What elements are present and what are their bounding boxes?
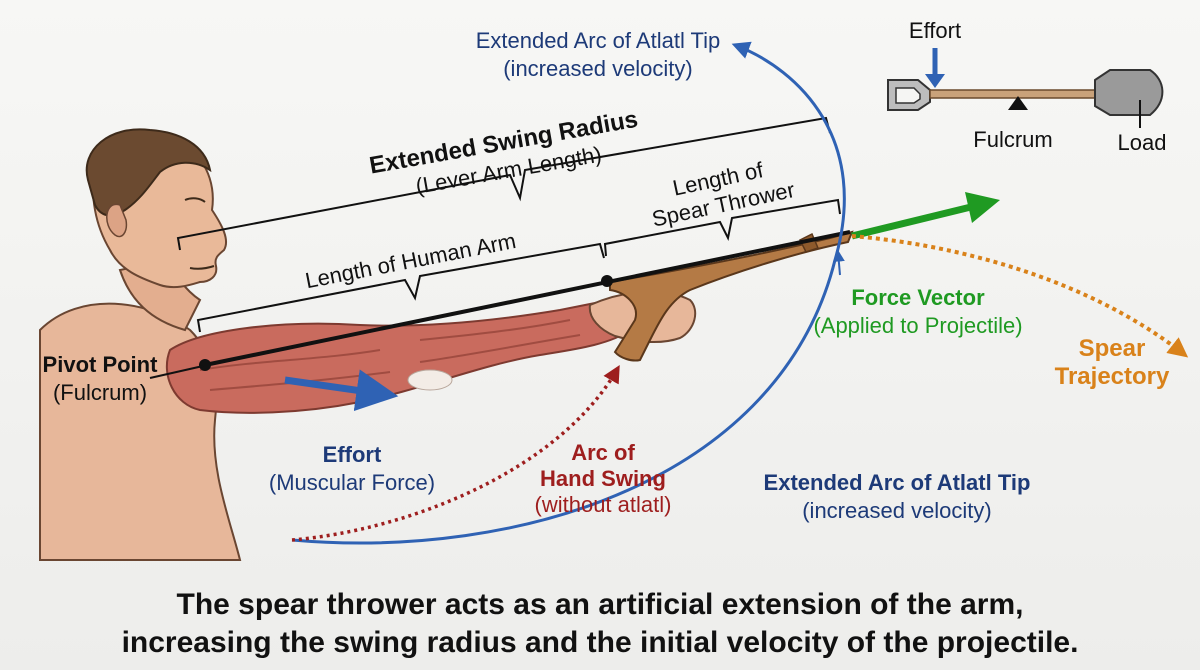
eye	[184, 197, 206, 203]
lever-line	[204, 230, 851, 367]
muscle-fiber	[199, 349, 381, 371]
spear-thrower	[609, 230, 854, 362]
caption-line-2: increasing the swing radius and the init…	[121, 626, 1079, 659]
force-vector-line2: (Applied to Projectile)	[813, 313, 1022, 338]
inset-fulcrum-label: Fulcrum	[973, 127, 1052, 152]
hand-arc-line1: Arc of	[571, 440, 635, 465]
swing-radius-bracket	[176, 116, 831, 251]
arc-bottom-line2: (increased velocity)	[802, 498, 992, 523]
force-vector-arrowhead	[965, 192, 1000, 223]
hand-joint-dot	[601, 275, 613, 287]
spear-thrower-label: Length of Spear Thrower	[650, 157, 797, 232]
hand-arc-label: Arc of Hand Swing (without atlatl)	[535, 440, 672, 517]
arc-top-line1: Extended Arc of Atlatl Tip	[476, 28, 721, 53]
pivot-leader	[149, 365, 204, 379]
arc-top-line2: (increased velocity)	[503, 56, 693, 81]
muscle-fiber	[419, 319, 571, 341]
arc-bottom-line1: Extended Arc of Atlatl Tip	[764, 470, 1031, 495]
force-vector-arrow	[851, 202, 976, 240]
human-arm-bracket	[196, 242, 605, 333]
effort-arrow-icon	[284, 369, 399, 412]
elbow-tendon	[407, 369, 453, 391]
shovel-icon	[929, 89, 1096, 99]
fulcrum-triangle-icon	[1008, 96, 1028, 110]
force-vector-label: Force Vector (Applied to Projectile)	[813, 285, 1022, 338]
shovel-grip-hole	[895, 87, 921, 104]
muscle-fiber	[419, 334, 581, 363]
arc-bottom-label: Extended Arc of Atlatl Tip (increased ve…	[764, 470, 1031, 523]
effort-line2: (Muscular Force)	[269, 470, 435, 495]
arc-pointer	[832, 249, 845, 276]
pivot-line1: Pivot Point	[43, 352, 159, 377]
inset-effort-label: Effort	[909, 18, 961, 43]
pivot-dot	[199, 359, 211, 371]
caption-line-1: The spear thrower acts as an artificial …	[176, 588, 1024, 621]
hand-arc	[291, 364, 620, 542]
pivot-label: Pivot Point (Fulcrum)	[43, 352, 159, 405]
inset-effort-arrowhead	[925, 74, 945, 88]
shovel-blade	[1094, 69, 1164, 116]
mouth	[189, 265, 215, 270]
hand-arc-line3: (without atlatl)	[535, 492, 672, 517]
trajectory-line1: Spear	[1079, 335, 1146, 362]
pivot-line2: (Fulcrum)	[53, 380, 147, 405]
effort-line1: Effort	[323, 442, 382, 467]
trajectory-label: Spear Trajectory	[1055, 335, 1170, 390]
force-vector-line1: Force Vector	[851, 285, 985, 310]
arc-top-label: Extended Arc of Atlatl Tip (increased ve…	[476, 28, 721, 81]
ear	[106, 203, 128, 238]
inset-load-label: Load	[1118, 130, 1167, 155]
hand-arc-line2: Hand Swing	[540, 466, 666, 491]
spear-thrower-bracket	[603, 198, 841, 257]
effort-label: Effort (Muscular Force)	[269, 442, 435, 495]
lever-inset: Effort Fulcrum Load	[887, 18, 1167, 155]
trajectory-line2: Trajectory	[1055, 363, 1170, 390]
extended-arc	[291, 41, 846, 545]
